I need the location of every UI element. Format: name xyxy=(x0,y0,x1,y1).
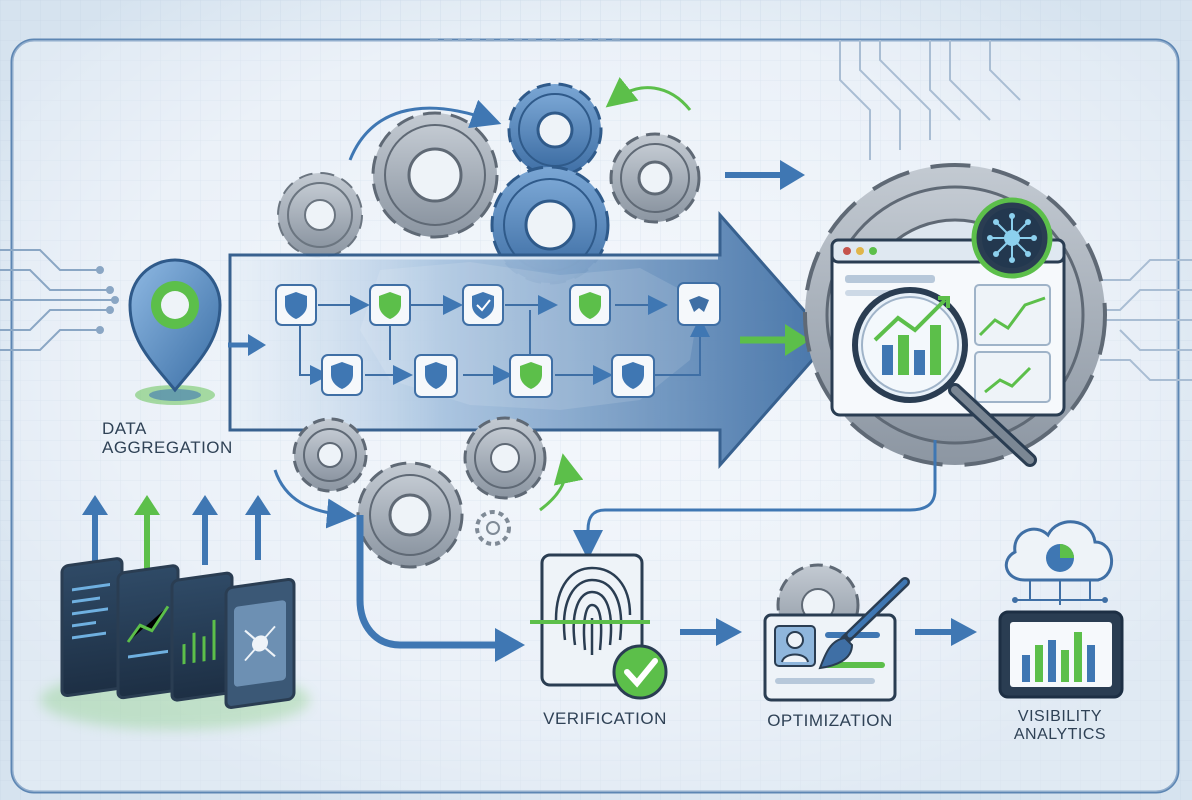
profile-card-icon xyxy=(763,563,897,702)
gear-cluster-top xyxy=(277,77,701,285)
arrow-icon xyxy=(356,515,525,662)
outer-frame xyxy=(10,38,1180,794)
arrow-icon xyxy=(725,160,805,190)
gear-icon xyxy=(292,417,368,493)
magnifier-chart-icon xyxy=(852,287,1037,467)
arrow-icon xyxy=(915,618,977,646)
upload-arrow-icon xyxy=(82,495,271,585)
stage-label-optimization: OPTIMIZATION xyxy=(745,711,915,731)
shield-check-icon xyxy=(677,282,721,326)
shield-check-icon xyxy=(611,354,655,398)
location-pin-icon xyxy=(128,258,222,405)
fingerprint-icon xyxy=(530,553,650,687)
circuit-lines-icon xyxy=(0,249,119,351)
shield-check-icon xyxy=(509,354,553,398)
shield-check-icon xyxy=(369,284,411,326)
circuit-lines-icon xyxy=(1100,259,1192,381)
shield-check-icon xyxy=(414,354,458,398)
stage-label-data-aggregation: DATA AGGREGATION xyxy=(78,419,282,457)
gear-icon xyxy=(507,82,603,178)
analytics-gear xyxy=(803,163,1107,467)
shield-check-icon xyxy=(569,284,611,326)
network-node-icon xyxy=(971,197,1053,279)
flow-line xyxy=(573,440,937,560)
stage-label-line: VERIFICATION xyxy=(543,709,667,728)
shield-check-icon xyxy=(275,284,317,326)
stage-label-visibility-analytics: VISIBILITY ANALYTICS xyxy=(980,708,1140,743)
arrow-icon xyxy=(228,334,266,356)
curved-arrow-icon xyxy=(273,469,357,529)
checkmark-badge-icon xyxy=(612,644,668,700)
cloud-pie-icon xyxy=(1004,520,1114,605)
stage-label-line: ANALYTICS xyxy=(1013,725,1107,743)
gear-icon xyxy=(609,132,701,224)
bar-chart-icon xyxy=(998,610,1124,699)
gear-icon xyxy=(277,172,363,258)
gear-icon xyxy=(463,416,547,500)
curved-arrow-icon xyxy=(348,99,502,161)
arrow-icon xyxy=(680,618,742,646)
circuit-lines-icon xyxy=(839,40,1021,160)
shield-check-icon xyxy=(321,354,363,396)
stage-label-line: VISIBILITY xyxy=(1017,708,1103,725)
workflow-nodes xyxy=(299,295,710,385)
gear-cluster-bottom xyxy=(273,416,584,569)
curved-arrow-icon xyxy=(539,453,584,512)
curved-arrow-icon xyxy=(605,77,692,111)
server-rack-icon xyxy=(40,557,310,730)
arrow-icon xyxy=(740,324,810,356)
stage-label-line: OPTIMIZATION xyxy=(767,711,893,730)
stage-label-line: AGGREGATION xyxy=(102,437,233,457)
gear-icon xyxy=(356,461,464,569)
gear-icon xyxy=(371,111,499,239)
gear-icon xyxy=(475,510,511,546)
paintbrush-icon xyxy=(818,577,910,670)
shield-check-icon xyxy=(462,284,504,326)
stage-label-line: DATA xyxy=(102,419,147,438)
stage-label-verification: VERIFICATION xyxy=(520,709,690,729)
